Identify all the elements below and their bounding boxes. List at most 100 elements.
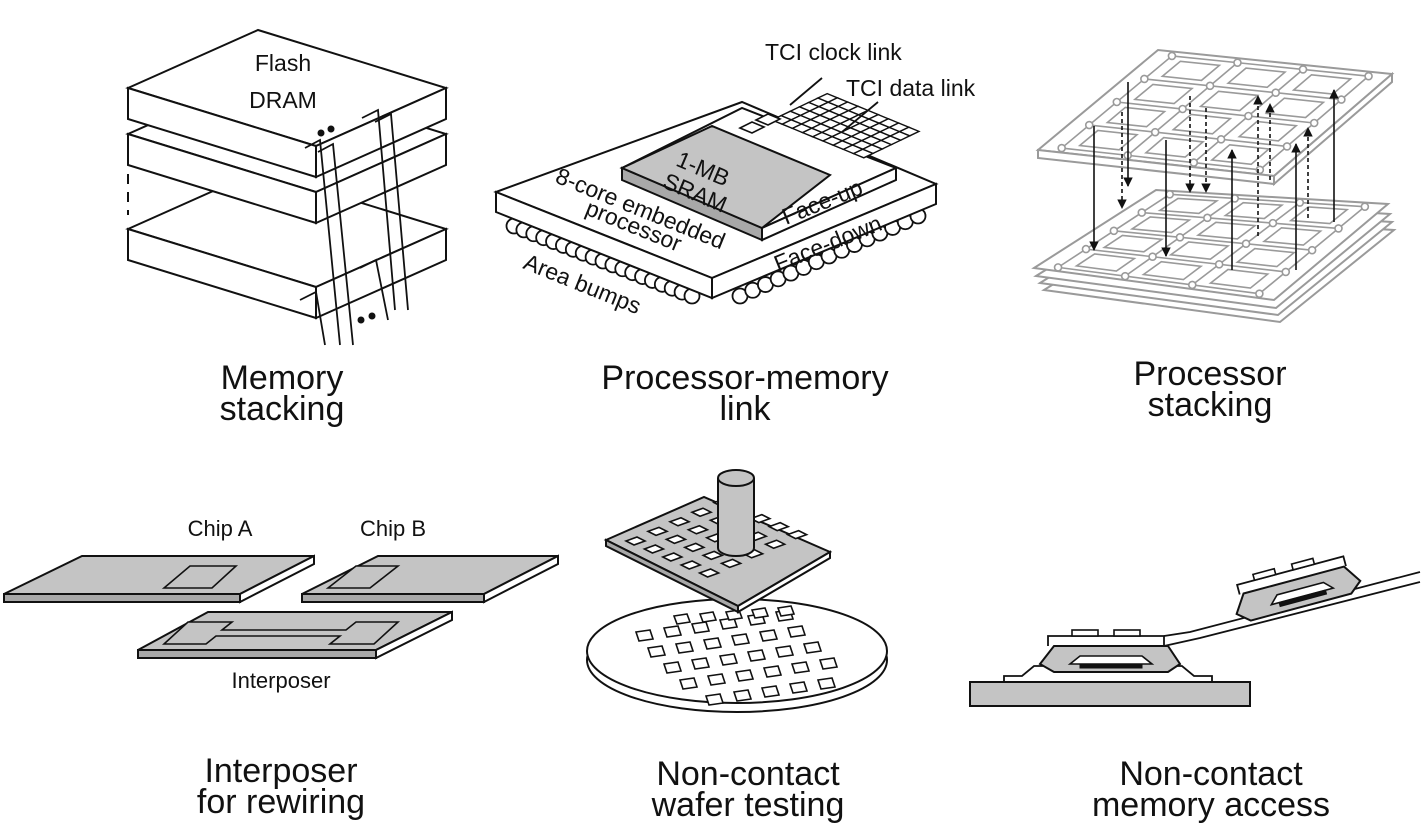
probe-pad xyxy=(664,534,688,545)
chip-a-label: Chip A xyxy=(188,516,253,541)
grid-node xyxy=(1057,143,1066,153)
grid-node xyxy=(1203,213,1212,223)
probe-pad xyxy=(679,560,703,570)
tci-coil xyxy=(897,126,921,137)
wafer-pad xyxy=(732,689,753,702)
processor-core xyxy=(1141,260,1204,281)
grid-node xyxy=(1364,71,1373,81)
processor-core xyxy=(1288,206,1350,225)
grid-wire xyxy=(1141,211,1339,230)
wafer-pad xyxy=(788,681,809,694)
wafer-pad xyxy=(762,665,783,678)
grid-node xyxy=(1148,252,1157,262)
memory-dots xyxy=(317,125,376,324)
processor-core xyxy=(1237,120,1299,142)
processor-memory-caption-line1: Processor-memory xyxy=(601,359,888,397)
wafer-testing-caption-line2: wafer testing xyxy=(651,786,845,824)
processor-core xyxy=(1209,143,1271,166)
grid-node xyxy=(1165,189,1175,199)
processor-stacking-panel xyxy=(1031,48,1397,324)
grid-node xyxy=(1307,245,1317,255)
wafer-pad xyxy=(698,611,718,623)
wafer-pad xyxy=(662,625,683,638)
grid-node xyxy=(1298,65,1308,74)
upper-processor-layer xyxy=(1035,48,1395,187)
dram-label: DRAM xyxy=(249,87,317,113)
grid-node xyxy=(1271,88,1281,98)
probe-pad xyxy=(682,542,706,553)
interposer-label: Interposer xyxy=(231,668,330,693)
tci-data-link-label: TCI data link xyxy=(846,75,976,101)
probe-pad xyxy=(645,526,670,537)
wafer-pad xyxy=(746,649,767,662)
grid-node xyxy=(1268,218,1278,228)
wafer-pad xyxy=(678,677,699,690)
processor-core xyxy=(1168,241,1231,261)
processor-core xyxy=(1157,197,1220,215)
wafer-pad xyxy=(646,645,667,658)
processor-stacking-caption-line2: stacking xyxy=(1148,386,1273,424)
wafer xyxy=(586,598,888,713)
wafer-pad xyxy=(730,633,751,646)
grid-node xyxy=(1178,104,1187,114)
grid-node xyxy=(1309,118,1319,128)
area-bumps xyxy=(505,207,927,305)
wafer-pad xyxy=(634,629,655,642)
processor-core xyxy=(1223,201,1285,220)
probe-card xyxy=(603,495,833,614)
data-link-leader xyxy=(841,101,879,133)
wafer-pad xyxy=(750,607,770,619)
chip-a xyxy=(3,554,315,604)
probe-pad xyxy=(642,544,666,554)
processor-memory-link-panel xyxy=(493,77,939,305)
probe-pad xyxy=(763,539,787,550)
wafer-pad xyxy=(704,693,725,706)
interposer-panel xyxy=(3,554,559,660)
probe-pad xyxy=(689,507,714,518)
interposer-caption-line2: for rewiring xyxy=(197,783,365,821)
grid-node xyxy=(1241,239,1251,249)
interposer-caption-line1: Interposer xyxy=(204,752,357,790)
clock-link-leader xyxy=(789,77,823,106)
grid-node xyxy=(1140,74,1149,84)
wafer-pad xyxy=(774,645,795,658)
processor-core xyxy=(1102,234,1165,253)
processor-stacking-caption-line1: Processor xyxy=(1133,355,1286,393)
grid-node xyxy=(1255,289,1264,298)
probe-pad xyxy=(667,516,692,527)
lower-processor-grid xyxy=(1053,189,1370,298)
wafer-pads xyxy=(634,605,839,706)
grid-node xyxy=(1337,95,1346,104)
rewiring-trace xyxy=(161,621,401,645)
processor-core xyxy=(1074,253,1137,272)
grid-node xyxy=(1295,198,1305,207)
grid-node xyxy=(1244,111,1253,121)
inter-layer-arrows xyxy=(1089,82,1339,270)
grid-node xyxy=(1112,97,1122,107)
grid-wire xyxy=(1085,248,1286,273)
chip-b-label: Chip B xyxy=(360,516,426,541)
probe-pad xyxy=(701,550,725,561)
memory-vias xyxy=(299,108,409,346)
grid-wire xyxy=(1116,101,1315,124)
host-package xyxy=(1003,629,1213,682)
grid-node xyxy=(1205,81,1215,91)
wafer-pad xyxy=(690,621,711,634)
memory-access-panel xyxy=(969,555,1421,707)
processor-core xyxy=(1262,226,1323,246)
memory-access-caption-line1: Non-contact xyxy=(1119,755,1303,793)
sram-chip xyxy=(619,106,899,242)
wafer-pad xyxy=(690,657,711,670)
grid-node xyxy=(1150,127,1160,137)
processor-core xyxy=(1195,221,1258,240)
probe-pad xyxy=(697,568,721,578)
wafer-pad xyxy=(674,641,695,654)
tci-data-link-grid xyxy=(770,92,921,159)
wafer-testing-panel xyxy=(586,469,888,713)
grid-wire xyxy=(1113,230,1313,251)
grid-node xyxy=(1282,142,1292,151)
probe-cylinder xyxy=(717,469,755,557)
host-board xyxy=(969,681,1251,707)
grid-node xyxy=(1137,208,1147,217)
